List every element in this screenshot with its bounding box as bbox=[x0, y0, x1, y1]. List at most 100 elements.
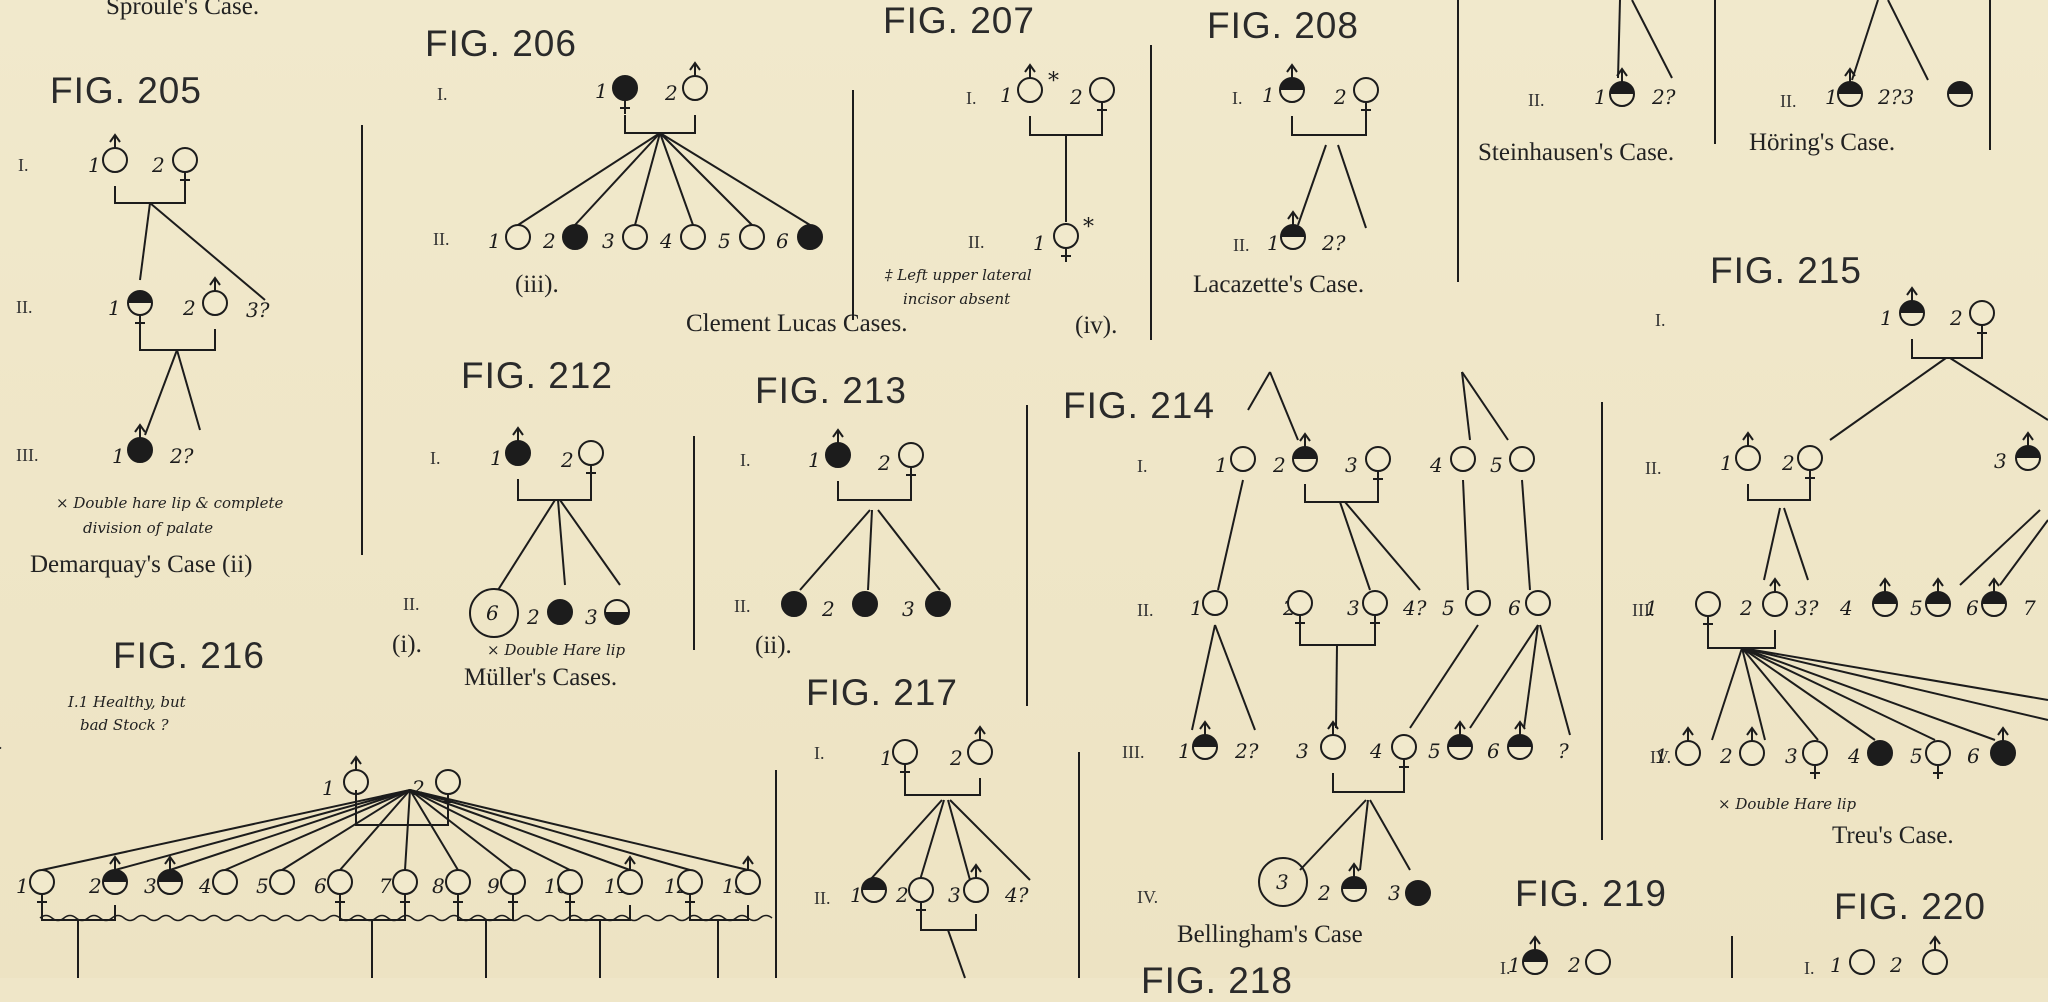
individual-number: 6 bbox=[776, 229, 789, 253]
open-circle bbox=[500, 869, 526, 895]
connector-line bbox=[1741, 647, 2048, 701]
female-symbol bbox=[1969, 300, 1995, 339]
fig-206-title: FIG. 206 bbox=[425, 23, 577, 64]
connector-line bbox=[1461, 371, 1471, 441]
individual-number: 6 bbox=[314, 874, 327, 898]
male-symbol bbox=[1872, 577, 1898, 617]
male-symbol bbox=[967, 725, 993, 765]
connector-line bbox=[1999, 519, 2048, 586]
connector-line bbox=[409, 789, 459, 871]
fig-218-title: FIG. 218 bbox=[1141, 960, 1293, 1001]
open-circle bbox=[1287, 590, 1313, 616]
connector-line bbox=[339, 789, 411, 871]
male-arrow-head bbox=[209, 276, 221, 286]
female-symbol bbox=[1287, 590, 1313, 629]
individual-number: 3 bbox=[144, 874, 157, 898]
connector-line bbox=[517, 132, 661, 226]
female-symbol bbox=[547, 599, 573, 625]
connector-line bbox=[114, 186, 186, 204]
female-symbol bbox=[1053, 223, 1079, 262]
male-symbol bbox=[1735, 431, 1761, 471]
open-circle bbox=[1585, 949, 1611, 975]
individual-number: 4 bbox=[198, 874, 212, 898]
individual-number: 3 bbox=[1785, 744, 1798, 768]
female-symbol bbox=[680, 224, 706, 250]
connector-line bbox=[904, 778, 981, 796]
individual-number: 1 bbox=[1594, 85, 1607, 109]
male-arrow-head bbox=[970, 863, 982, 873]
female-symbol bbox=[612, 75, 638, 114]
individual-number: 8 bbox=[432, 874, 445, 898]
open-circle bbox=[1675, 740, 1701, 766]
individual-number: 1 bbox=[1655, 744, 1668, 768]
open-circle bbox=[739, 224, 765, 250]
female-symbol bbox=[604, 599, 630, 625]
male-symbol bbox=[1507, 720, 1533, 760]
connector-line bbox=[1461, 371, 1509, 441]
individual-number: 1 bbox=[1508, 953, 1521, 977]
connector-line bbox=[355, 808, 449, 826]
male-arrow-head bbox=[1844, 67, 1856, 77]
male-arrow-head bbox=[134, 423, 146, 433]
male-symbol bbox=[1925, 577, 1951, 617]
filled-circle bbox=[797, 224, 823, 250]
open-circle bbox=[445, 869, 471, 895]
sproule-caption: Sproule's Case. bbox=[106, 0, 260, 20]
connector-line bbox=[1337, 144, 1367, 229]
individual-number: 1 bbox=[595, 79, 608, 103]
individual-number: 3 bbox=[902, 597, 915, 621]
connector-line bbox=[224, 789, 411, 871]
individual-number: 1 bbox=[880, 746, 893, 770]
individual-number: 2 bbox=[526, 605, 540, 629]
male-arrow-head bbox=[1454, 720, 1466, 730]
connector-line bbox=[149, 202, 266, 301]
fig-215-gen-3: III. bbox=[1632, 600, 1655, 620]
fig-216-title: FIG. 216 bbox=[113, 635, 265, 676]
individual-number: 1 bbox=[1033, 231, 1046, 255]
individual-number: 1 bbox=[112, 444, 125, 468]
asterisk-mark: * bbox=[1048, 69, 1059, 94]
open-circle bbox=[327, 869, 353, 895]
individual-number: 1 bbox=[322, 776, 335, 800]
male-arrow-head bbox=[1514, 720, 1526, 730]
steinhausen-gen-2: II. bbox=[1528, 90, 1545, 110]
female-symbol bbox=[677, 869, 703, 908]
fig-206-gen-2: II. bbox=[433, 229, 450, 249]
individual-number: 2 bbox=[1272, 453, 1286, 477]
open-circle bbox=[392, 869, 418, 895]
filled-circle bbox=[1405, 880, 1431, 906]
fig-207-gen-1: I. bbox=[966, 88, 977, 108]
male-arrow-head bbox=[1769, 577, 1781, 587]
connector-line bbox=[877, 509, 941, 591]
filled-circle bbox=[547, 599, 573, 625]
individual-number: 3 bbox=[602, 229, 615, 253]
steinhausen-caption: Steinhausen's Case. bbox=[1478, 139, 1675, 166]
male-symbol bbox=[2015, 431, 2041, 471]
male-symbol bbox=[1981, 577, 2007, 617]
group-circle bbox=[1258, 857, 1308, 907]
individual-number: 2? bbox=[1234, 739, 1259, 763]
individual-number: 1 bbox=[1215, 453, 1228, 477]
male-arrow-head bbox=[1024, 63, 1036, 73]
female-symbol bbox=[892, 739, 918, 778]
male-arrow-head bbox=[1906, 286, 1918, 296]
female-symbol bbox=[1695, 591, 1721, 630]
open-circle bbox=[1202, 590, 1228, 616]
male-arrow-head bbox=[1327, 720, 1339, 730]
female-symbol bbox=[578, 440, 604, 479]
male-arrow-head bbox=[1742, 431, 1754, 441]
individual-number: 3? bbox=[246, 298, 270, 322]
female-symbol bbox=[1947, 81, 1973, 107]
female-symbol bbox=[435, 769, 461, 808]
connector-line bbox=[1297, 144, 1327, 226]
individual-number: 2 bbox=[542, 229, 556, 253]
individual-number: 5 bbox=[1490, 453, 1503, 477]
open-circle bbox=[1525, 590, 1551, 616]
connector-line bbox=[1299, 799, 1367, 871]
individual-number: 3 bbox=[1994, 449, 2007, 473]
male-symbol bbox=[1522, 935, 1548, 975]
male-symbol bbox=[1279, 63, 1305, 103]
half-fill bbox=[1873, 592, 1897, 604]
female-symbol bbox=[392, 869, 418, 908]
